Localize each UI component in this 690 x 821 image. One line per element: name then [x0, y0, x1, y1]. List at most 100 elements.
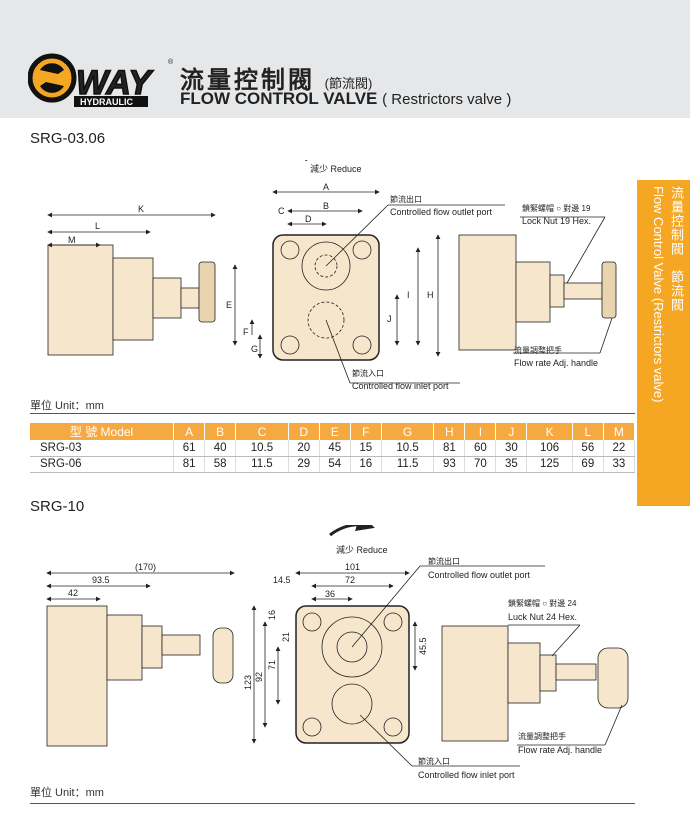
col-j: J — [495, 423, 528, 440]
unit-label: 單位 Unit：mm — [30, 400, 104, 412]
cell: 16 — [350, 456, 382, 473]
cell: 35 — [495, 456, 528, 473]
cell: 61 — [173, 440, 206, 457]
col-b: B — [204, 423, 237, 440]
cell: 70 — [464, 456, 497, 473]
divider — [30, 413, 635, 414]
svg-text:16: 16 — [267, 610, 277, 620]
svg-text:J: J — [387, 314, 392, 324]
section-title-srg-10: SRG-10 — [30, 498, 85, 515]
side-tab-chinese: 流量控制閥 節流閥 — [669, 186, 684, 312]
col-d: D — [288, 423, 320, 440]
svg-text:B: B — [323, 201, 329, 211]
svg-text:K: K — [138, 204, 144, 214]
svg-text:Controlled flow outlet port: Controlled flow outlet port — [390, 207, 493, 217]
cell: 40 — [204, 440, 237, 457]
cell: 30 — [495, 440, 528, 457]
svg-text:D: D — [305, 214, 312, 224]
svg-text:減少 Reduce: 減少 Reduce — [336, 544, 388, 555]
svg-text:21: 21 — [281, 632, 291, 642]
cell: 29 — [288, 456, 320, 473]
svg-text:71: 71 — [267, 660, 277, 670]
way-hydraulic-logo: WAY HYDRAULIC ® — [28, 53, 174, 107]
page-header: WAY HYDRAULIC ® 流量控制閥 (節流閥) FLOW CONTROL… — [0, 0, 690, 118]
cell: 10.5 — [381, 440, 435, 457]
svg-text:鎖緊螺帽 ○ 對邊 19: 鎖緊螺帽 ○ 對邊 19 — [522, 203, 591, 213]
svg-text:93.5: 93.5 — [92, 575, 110, 585]
divider — [30, 803, 635, 804]
svg-text:節流入口: 節流入口 — [352, 368, 384, 378]
cell: 60 — [464, 440, 497, 457]
svg-text:節流出口: 節流出口 — [428, 556, 460, 566]
svg-text:36: 36 — [325, 589, 335, 599]
cell: 106 — [526, 440, 573, 457]
cell: 45 — [319, 440, 351, 457]
cell: 11.5 — [235, 456, 289, 473]
svg-text:A: A — [323, 182, 329, 192]
cell: 22 — [603, 440, 636, 457]
col-g: G — [381, 423, 435, 440]
cell: 58 — [204, 456, 237, 473]
svg-text:L: L — [95, 221, 100, 231]
svg-text:®: ® — [168, 58, 174, 66]
col-i: I — [464, 423, 497, 440]
col-l: L — [572, 423, 604, 440]
col-h: H — [433, 423, 466, 440]
cell: 15 — [350, 440, 382, 457]
svg-text:I: I — [407, 290, 410, 300]
svg-text:H: H — [427, 290, 434, 300]
unit-label: 單位 Unit：mm — [30, 787, 104, 799]
svg-text:M: M — [68, 235, 76, 245]
svg-text:F: F — [243, 327, 249, 337]
svg-text:Flow rate Adj. handle: Flow rate Adj. handle — [518, 745, 602, 755]
svg-text:42: 42 — [68, 588, 78, 598]
svg-text:WAY: WAY — [76, 64, 154, 102]
svg-text:72: 72 — [345, 575, 355, 585]
section-title-srg-03-06: SRG-03.06 — [30, 130, 106, 147]
cell: 81 — [433, 440, 466, 457]
svg-text:節流入口: 節流入口 — [418, 756, 450, 766]
col-f: F — [350, 423, 382, 440]
svg-text:Luck Nut 24 Hex.: Luck Nut 24 Hex. — [508, 612, 577, 622]
col-model: 型 號 Model — [30, 423, 175, 440]
svg-text:鎖緊螺帽 ○ 對邊 24: 鎖緊螺帽 ○ 對邊 24 — [508, 598, 577, 608]
cell: 56 — [572, 440, 604, 457]
col-k: K — [526, 423, 573, 440]
svg-text:Lock Nut 19 Hex.: Lock Nut 19 Hex. — [522, 216, 591, 226]
side-tab-english: Flow Control Valve (Restrictors valve) — [651, 186, 666, 403]
col-e: E — [319, 423, 351, 440]
col-m: M — [603, 423, 636, 440]
svg-text:14.5: 14.5 — [273, 575, 291, 585]
srg-03-06-drawing: 減少 Reduce K L M A B C D E F G I H J 節流出口… — [47, 160, 617, 391]
svg-text:Flow rate Adj. handle: Flow rate Adj. handle — [514, 358, 598, 368]
svg-text:(170): (170) — [135, 562, 156, 572]
cell: 125 — [526, 456, 573, 473]
side-tab: 流量控制閥 節流閥 Flow Control Valve (Restrictor… — [637, 180, 690, 506]
svg-text:節流出口: 節流出口 — [390, 194, 422, 204]
cell: 10.5 — [235, 440, 289, 457]
cell: 20 — [288, 440, 320, 457]
svg-text:123: 123 — [243, 675, 253, 690]
svg-text:G: G — [251, 344, 258, 354]
svg-text:流量調整把手: 流量調整把手 — [518, 731, 566, 741]
cell: SRG-06 — [30, 456, 175, 473]
title-english: FLOW CONTROL VALVE ( Restrictors valve ) — [180, 89, 512, 108]
svg-text:Controlled flow outlet port: Controlled flow outlet port — [428, 570, 531, 580]
col-a: A — [173, 423, 206, 440]
col-c: C — [235, 423, 289, 440]
cell: 69 — [572, 456, 604, 473]
svg-text:92: 92 — [254, 672, 264, 682]
svg-text:45.5: 45.5 — [418, 637, 428, 655]
svg-text:HYDRAULIC: HYDRAULIC — [80, 97, 133, 107]
svg-text:E: E — [226, 300, 232, 310]
svg-text:Controlled flow inlet port: Controlled flow inlet port — [418, 770, 515, 780]
title-chinese: 流量控制閥 (節流閥) — [180, 67, 373, 94]
svg-text:減少 Reduce: 減少 Reduce — [310, 163, 362, 174]
cell: 11.5 — [381, 456, 435, 473]
cell: 33 — [603, 456, 636, 473]
svg-text:Controlled flow inlet port: Controlled flow inlet port — [352, 381, 449, 391]
